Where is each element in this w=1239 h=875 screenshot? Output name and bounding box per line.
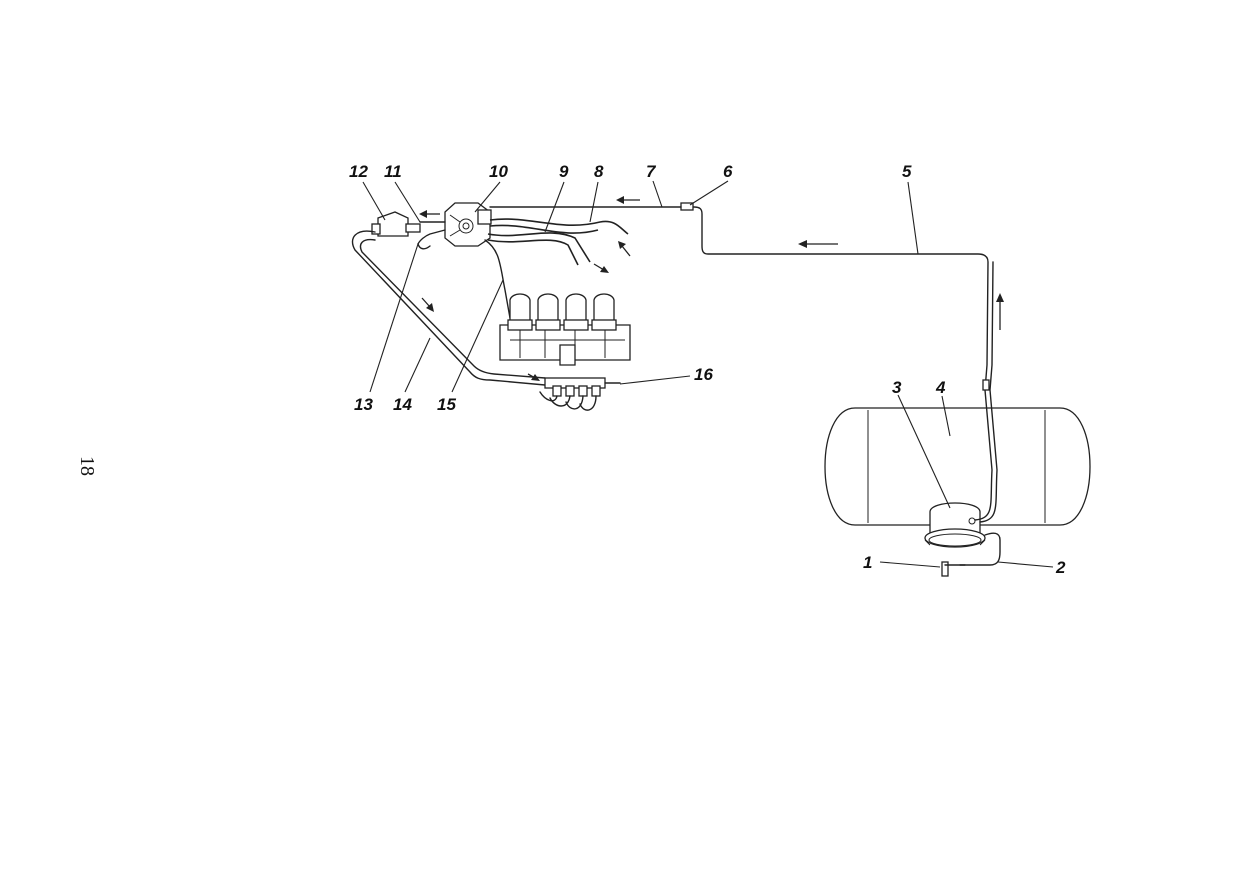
callout-12: 12	[349, 162, 368, 181]
coolant-hose-lower-b	[487, 239, 579, 266]
filling-line	[959, 532, 1001, 566]
injector-rail	[539, 377, 621, 411]
callout-4: 4	[935, 378, 946, 397]
flow-arrows	[419, 196, 1004, 381]
coolant-hose-upper-b	[489, 224, 599, 234]
callout-16: 16	[694, 365, 713, 384]
callout-8: 8	[594, 162, 604, 181]
callout-1: 1	[863, 553, 872, 572]
return-line-b	[359, 238, 546, 379]
vacuum-hose	[484, 239, 511, 319]
coolant-hose-lower	[487, 232, 591, 263]
coolant-hose-upper	[489, 218, 629, 235]
callout-13: 13	[354, 395, 373, 414]
callout-3: 3	[892, 378, 902, 397]
reducer-evaporator	[444, 202, 492, 247]
callout-15: 15	[437, 395, 456, 414]
gas-filter	[371, 211, 421, 237]
callout-10: 10	[489, 162, 508, 181]
callout-11: 11	[384, 162, 402, 181]
return-line	[351, 230, 546, 386]
page-number: 18	[76, 456, 98, 476]
filler-valve	[941, 561, 966, 577]
callout-14: 14	[393, 395, 412, 414]
bracket	[417, 243, 431, 250]
gas-tank	[824, 407, 1091, 526]
callout-6: 6	[723, 162, 733, 181]
callout-9: 9	[559, 162, 569, 181]
callout-2: 2	[1055, 558, 1066, 577]
callout-7: 7	[646, 162, 657, 181]
intake-manifold	[499, 293, 631, 366]
main-fuel-line-inner	[979, 261, 998, 523]
multivalve	[924, 502, 986, 548]
callout-5: 5	[902, 162, 912, 181]
gas-outlet-line-b	[417, 229, 446, 245]
leader-lines	[362, 180, 1054, 568]
main-fuel-line	[681, 206, 993, 521]
line-fitting	[982, 379, 990, 391]
